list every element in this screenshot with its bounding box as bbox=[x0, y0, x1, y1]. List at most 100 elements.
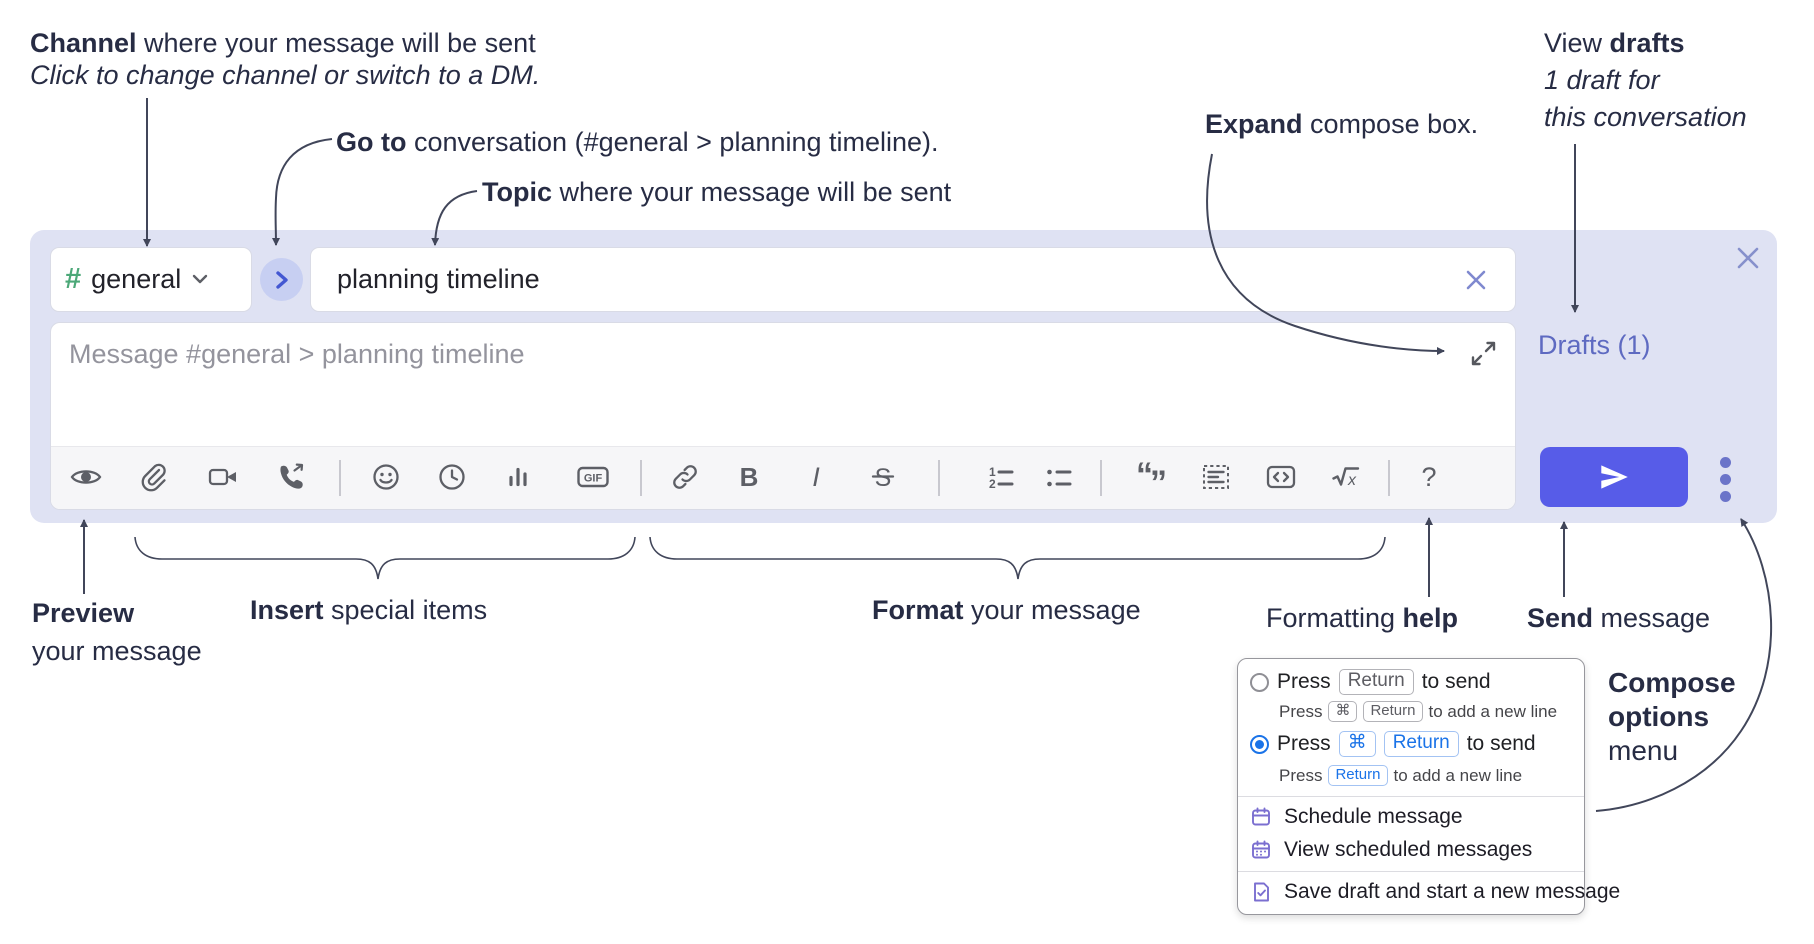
ordered-list-button[interactable]: 1 2 bbox=[984, 460, 1018, 494]
question-mark-icon: ? bbox=[1421, 462, 1436, 492]
annotation-format-rest: your message bbox=[963, 595, 1141, 625]
cmd-keycap: ⌘ bbox=[1328, 701, 1358, 722]
gif-icon: GIF bbox=[577, 466, 609, 488]
return-keycap-blue: Return bbox=[1383, 731, 1459, 757]
video-camera-icon bbox=[208, 468, 236, 486]
annotation-send: Send message bbox=[1527, 602, 1710, 634]
bold-icon: B bbox=[740, 462, 759, 492]
radio-selected-icon[interactable] bbox=[1250, 734, 1269, 754]
annotation-preview-line2: your message bbox=[32, 636, 202, 666]
annotation-send-rest: message bbox=[1593, 603, 1711, 633]
annotation-insert: Insert special items bbox=[250, 594, 487, 626]
link-button[interactable] bbox=[668, 460, 702, 494]
formula-button[interactable]: x bbox=[1329, 460, 1363, 494]
menu-item-view-scheduled[interactable]: View scheduled messages bbox=[1250, 838, 1532, 862]
annotation-drafts-line3: this conversation bbox=[1544, 102, 1747, 132]
recent-items-button[interactable] bbox=[435, 460, 469, 494]
menu-item-save-draft[interactable]: Save draft and start a new message bbox=[1250, 880, 1620, 904]
option2-sub-after: to add a new line bbox=[1393, 765, 1523, 785]
annotation-expand-rest: compose box. bbox=[1302, 109, 1479, 139]
menu-item-schedule-message[interactable]: Schedule message bbox=[1250, 805, 1463, 829]
gif-button[interactable]: GIF bbox=[576, 460, 610, 494]
bold-button[interactable]: B bbox=[732, 460, 766, 494]
chevron-right-icon bbox=[275, 270, 288, 289]
annotation-compose-line2: options bbox=[1608, 701, 1710, 732]
channel-selector[interactable]: # general bbox=[50, 247, 252, 312]
bulleted-list-icon bbox=[1047, 469, 1072, 487]
radio-unselected-icon[interactable] bbox=[1250, 672, 1269, 692]
message-placeholder: Message #general > planning timeline bbox=[69, 339, 525, 369]
formatting-help-button[interactable]: ? bbox=[1412, 460, 1446, 494]
blockquote-button[interactable]: “ ” bbox=[1135, 460, 1169, 494]
save-draft-icon bbox=[1254, 882, 1269, 902]
option1-sub-press: Press bbox=[1279, 701, 1323, 721]
annotation-drafts-line2: 1 draft for bbox=[1544, 65, 1660, 95]
video-clip-button[interactable] bbox=[206, 460, 240, 494]
code-button[interactable] bbox=[1264, 460, 1298, 494]
clear-topic-icon[interactable] bbox=[1463, 267, 1489, 293]
annotation-send-bold: Send bbox=[1527, 603, 1594, 633]
ol-1-glyph: 1 bbox=[989, 465, 996, 479]
strike-glyph: S bbox=[875, 464, 892, 492]
ordered-list-icon: 1 2 bbox=[989, 465, 1014, 491]
option2-sub-press: Press bbox=[1279, 765, 1323, 785]
message-input[interactable]: Message #general > planning timeline bbox=[50, 322, 1516, 510]
return-keycap: Return bbox=[1338, 669, 1414, 695]
italic-button[interactable]: I bbox=[799, 460, 833, 494]
expand-compose-button[interactable] bbox=[1470, 340, 1497, 367]
annotation-goto-bold: Go to bbox=[336, 127, 407, 157]
bold-glyph: B bbox=[740, 462, 759, 492]
annotation-drafts-bold: drafts bbox=[1609, 28, 1685, 58]
annotation-insert-bold: Insert bbox=[250, 595, 324, 625]
annotation-channel-rest: where your message will be sent bbox=[136, 28, 536, 58]
sqrt-x-glyph: x bbox=[1347, 472, 1357, 489]
toolbar-divider bbox=[640, 460, 642, 496]
go-to-conversation-button[interactable] bbox=[260, 258, 303, 301]
code-block-button[interactable] bbox=[1199, 460, 1233, 494]
close-icon bbox=[1737, 247, 1759, 269]
audio-clip-button[interactable] bbox=[274, 460, 308, 494]
bulleted-list-button[interactable] bbox=[1042, 460, 1076, 494]
send-icon bbox=[1601, 465, 1628, 489]
strikethrough-button[interactable]: S bbox=[866, 460, 900, 494]
drafts-link[interactable]: Drafts (1) bbox=[1538, 330, 1651, 360]
close-compose-button[interactable] bbox=[1732, 242, 1764, 274]
attach-file-button[interactable] bbox=[137, 460, 171, 494]
eye-icon bbox=[70, 470, 102, 484]
annotation-preview: Preview your message bbox=[32, 594, 202, 670]
expand-icon bbox=[1471, 341, 1496, 366]
annotation-help-pre: Formatting bbox=[1266, 603, 1403, 633]
toolbar-divider bbox=[938, 460, 940, 496]
emoji-icon bbox=[373, 464, 399, 490]
menu-option2-subtext: Press Return to add a new line bbox=[1279, 765, 1522, 786]
annotation-format: Format your message bbox=[872, 594, 1141, 626]
annotation-help-bold: help bbox=[1402, 603, 1459, 633]
return-keycap: Return bbox=[1363, 701, 1423, 722]
send-button[interactable] bbox=[1540, 447, 1688, 507]
phone-call-icon bbox=[280, 463, 304, 489]
annotation-drafts-line1: View drafts bbox=[1544, 25, 1747, 62]
cmd-keycap-blue: ⌘ bbox=[1338, 731, 1376, 757]
annotation-expand: Expand compose box. bbox=[1205, 108, 1478, 140]
emoji-button[interactable] bbox=[369, 460, 403, 494]
quote-close-glyph: ” bbox=[1150, 464, 1167, 494]
menu-option-return-to-send[interactable]: Press Return to send bbox=[1250, 669, 1491, 695]
poll-button[interactable] bbox=[501, 460, 535, 494]
annotation-channel-line1: Channel where your message will be sent bbox=[30, 27, 540, 59]
compose-box-panel: # general planning timeline Message #gen… bbox=[30, 230, 1777, 523]
compose-options-button[interactable] bbox=[1708, 451, 1742, 507]
topic-value: planning timeline bbox=[337, 264, 540, 294]
annotation-channel-sub: Click to change channel or switch to a D… bbox=[30, 60, 541, 90]
toolbar-divider bbox=[1100, 460, 1102, 496]
menu-item-label: View scheduled messages bbox=[1284, 838, 1533, 861]
annotation-topic-rest: where your message will be sent bbox=[552, 177, 952, 207]
topic-input[interactable]: planning timeline bbox=[310, 247, 1516, 312]
calendar-list-icon bbox=[1252, 840, 1270, 859]
paperclip-icon bbox=[141, 463, 166, 492]
link-icon bbox=[673, 465, 697, 489]
preview-button[interactable] bbox=[69, 460, 103, 494]
menu-option-cmd-return-to-send[interactable]: Press ⌘ Return to send bbox=[1250, 731, 1536, 757]
strikethrough-icon: S bbox=[871, 464, 895, 492]
menu-divider bbox=[1238, 796, 1584, 797]
